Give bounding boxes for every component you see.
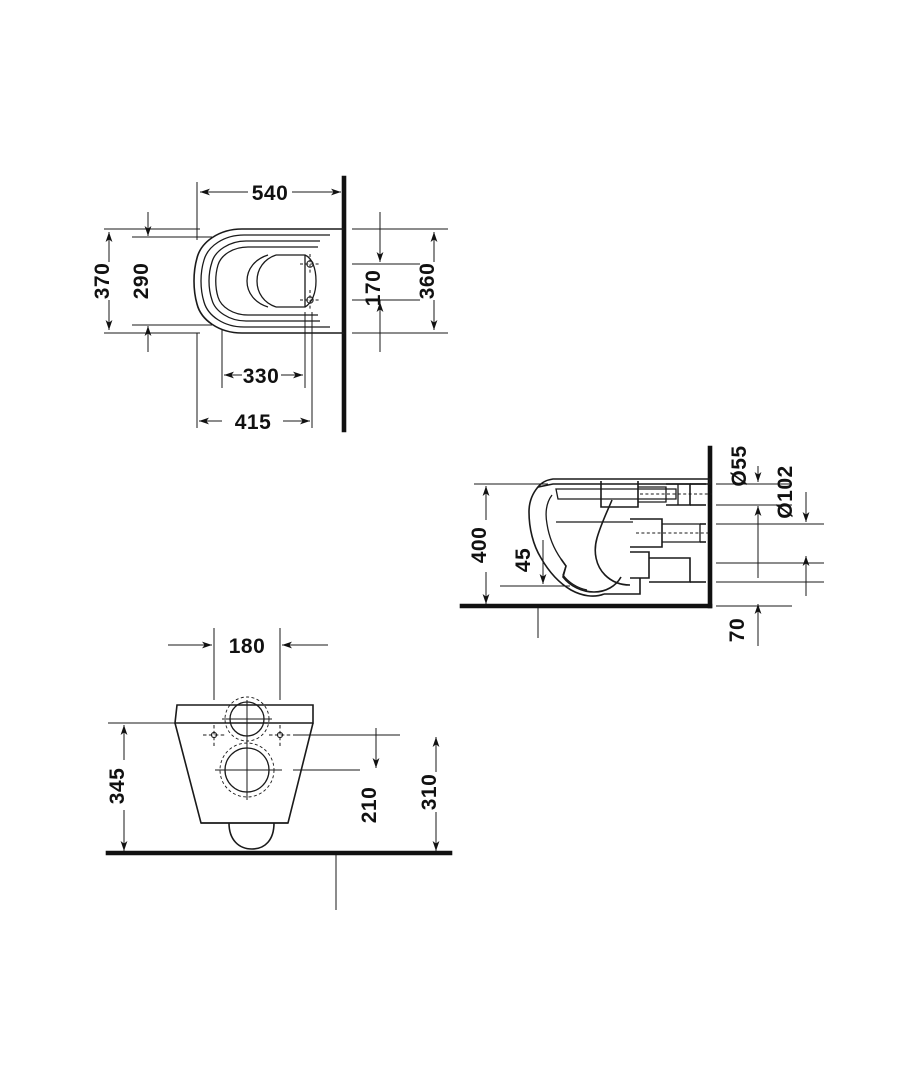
plan-dim-370-label: 370 bbox=[91, 263, 114, 300]
plan-dim-330: 330 bbox=[224, 365, 303, 388]
side-dim-102-label: Ø102 bbox=[774, 465, 797, 518]
front-trap-bulge bbox=[228, 822, 275, 850]
side-outlet-block bbox=[630, 518, 663, 548]
front-dim-345: 345 bbox=[106, 725, 129, 851]
side-dim-400-label: 400 bbox=[468, 527, 491, 564]
plan-dim-360-label: 360 bbox=[416, 263, 439, 300]
front-view-group: 180 345 210 310 bbox=[105, 628, 453, 910]
plan-fixing-marks bbox=[300, 254, 320, 310]
plan-dim-370: 370 bbox=[91, 232, 114, 330]
plan-bowl-well bbox=[215, 246, 318, 316]
plan-dim-170-label: 170 bbox=[362, 270, 385, 307]
plan-dim-540: 540 bbox=[200, 182, 341, 205]
front-extension-lines bbox=[108, 628, 400, 910]
front-dim-210: 210 bbox=[358, 728, 381, 823]
plan-bowl-aperture bbox=[208, 240, 320, 322]
side-dim-70: 70 bbox=[726, 604, 762, 646]
front-dim-310-label: 310 bbox=[418, 774, 441, 811]
plan-flush-arc-inner bbox=[256, 254, 277, 308]
side-dim-102: Ø102 bbox=[774, 465, 810, 596]
plan-dim-290-label: 290 bbox=[130, 263, 153, 300]
plan-fixing-mark-lower bbox=[300, 290, 320, 310]
plan-flush-channel bbox=[276, 254, 317, 308]
front-dim-210-label: 210 bbox=[358, 787, 381, 824]
side-seat-recess bbox=[555, 488, 677, 500]
side-inlet-block bbox=[600, 481, 639, 508]
side-dim-45-label: 45 bbox=[512, 548, 535, 572]
plan-flush-arc-outer bbox=[246, 254, 269, 308]
side-view-group: 400 45 Ø55 Ø102 70 bbox=[459, 445, 824, 646]
side-dim-55: Ø55 bbox=[728, 445, 762, 578]
plan-dim-330-label: 330 bbox=[243, 365, 280, 388]
plan-dim-360: 360 bbox=[416, 232, 439, 330]
front-dim-345-label: 345 bbox=[106, 768, 129, 805]
front-fixing-mark-right bbox=[269, 725, 292, 746]
side-toilet-outline bbox=[528, 478, 712, 597]
side-trap-curve bbox=[594, 499, 631, 586]
plan-extension-lines bbox=[104, 182, 448, 428]
front-toilet-outline bbox=[174, 696, 314, 850]
side-dim-400: 400 bbox=[468, 486, 491, 604]
plan-view-group: 540 370 290 170 360 bbox=[91, 175, 448, 434]
plan-rim-inner bbox=[200, 234, 330, 328]
side-dim-45: 45 bbox=[512, 540, 547, 584]
side-bowl-inner bbox=[545, 494, 588, 591]
plan-dim-540-label: 540 bbox=[252, 182, 289, 205]
front-dim-180: 180 bbox=[168, 635, 328, 658]
side-dim-70-label: 70 bbox=[726, 618, 749, 642]
side-trap-bottom bbox=[560, 558, 622, 593]
side-bowl-outer bbox=[528, 486, 605, 597]
front-dim-310: 310 bbox=[418, 737, 441, 851]
side-outlet-pipe bbox=[662, 523, 701, 543]
side-dim-55-label: Ø55 bbox=[728, 445, 751, 486]
plan-dim-290: 290 bbox=[130, 214, 153, 350]
plan-dim-415-label: 415 bbox=[235, 411, 272, 434]
front-fixing-mark-left bbox=[203, 725, 226, 746]
plan-dim-415: 415 bbox=[199, 411, 310, 434]
plan-fixing-mark-upper bbox=[300, 254, 320, 274]
side-rim-top bbox=[536, 478, 711, 489]
side-bowl-rear-base bbox=[604, 578, 641, 595]
side-inlet-neck bbox=[638, 486, 667, 503]
plan-toilet-outline bbox=[193, 228, 344, 334]
plan-dim-170: 170 bbox=[362, 214, 385, 350]
plan-outer-rim bbox=[193, 228, 344, 334]
side-outlet-lower-pipe bbox=[649, 557, 691, 583]
front-dim-180-label: 180 bbox=[229, 635, 266, 658]
